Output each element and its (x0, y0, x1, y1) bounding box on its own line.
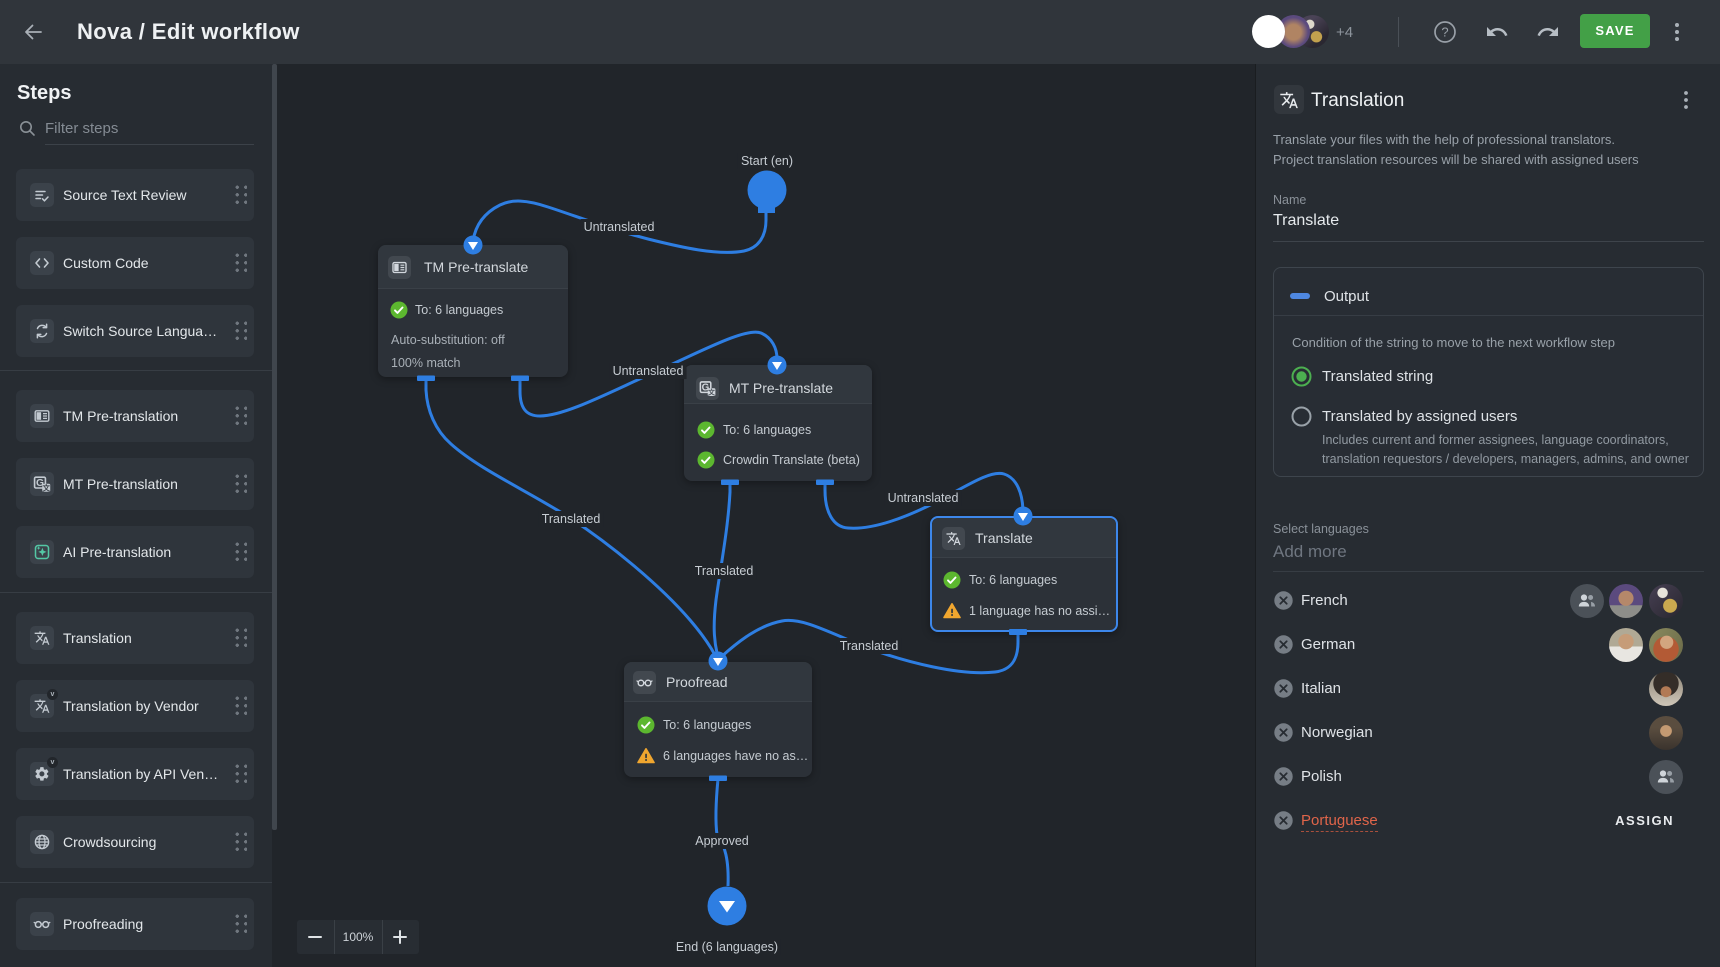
svg-text:文: 文 (42, 483, 51, 492)
svg-text:G: G (36, 478, 44, 489)
svg-text:G: G (702, 382, 710, 393)
svg-text:?: ? (1441, 25, 1448, 40)
svg-text:文: 文 (708, 388, 716, 397)
